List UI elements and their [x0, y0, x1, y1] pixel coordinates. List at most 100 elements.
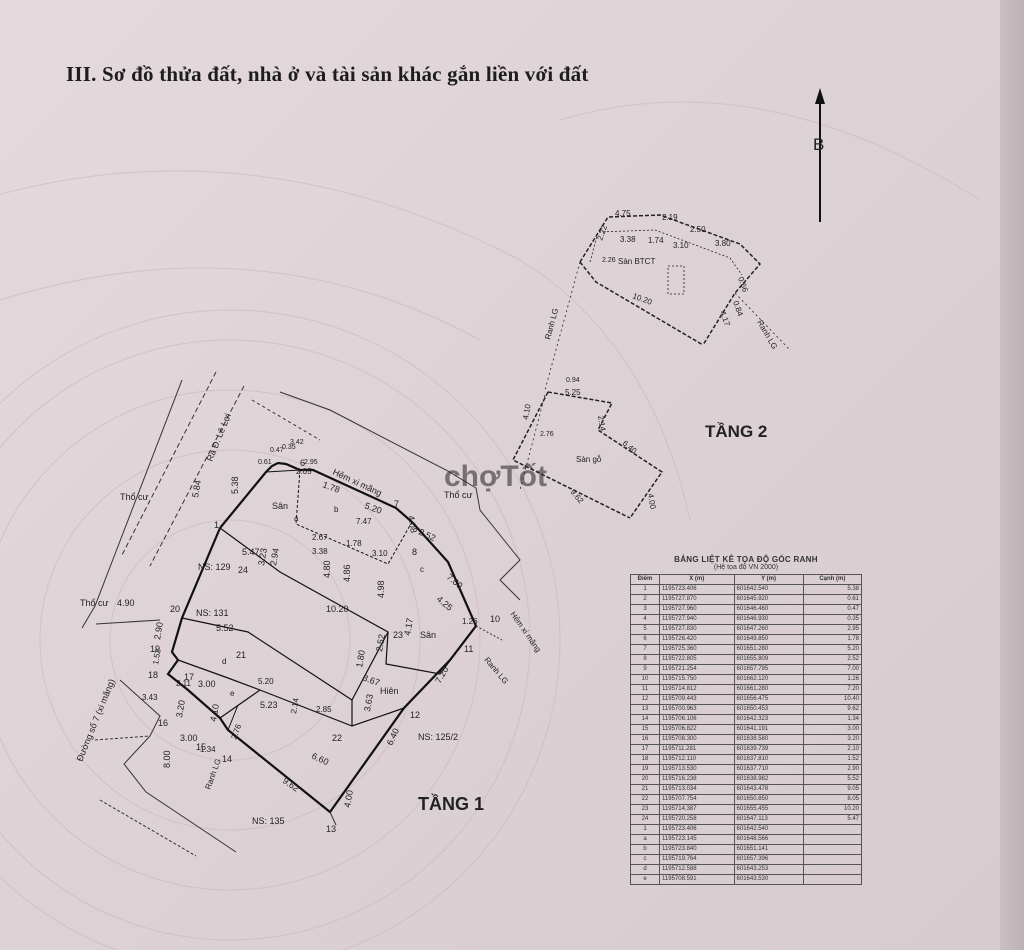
- table-cell: 1195720.258: [659, 814, 735, 825]
- svg-text:3.80: 3.80: [715, 239, 731, 248]
- table-cell: 601648.566: [733, 834, 804, 845]
- table-cell: 601647.113: [733, 814, 804, 825]
- table-cell: 10.20: [802, 804, 863, 815]
- svg-text:6: 6: [300, 458, 305, 468]
- svg-text:5.23: 5.23: [260, 700, 278, 710]
- svg-text:3.20: 3.20: [174, 699, 187, 718]
- svg-text:10.20: 10.20: [326, 604, 349, 614]
- table-cell: 22: [630, 794, 660, 805]
- table-cell: 3: [630, 604, 660, 615]
- table-cell: 1195723.145: [659, 834, 735, 845]
- table-cell: 601655.809: [733, 654, 804, 665]
- table-cell: 1195726.420: [659, 634, 735, 645]
- label-ns-129: NS: 129: [198, 562, 231, 572]
- svg-text:7: 7: [394, 499, 399, 509]
- header-diem: Điểm: [630, 574, 660, 585]
- svg-text:12: 12: [410, 710, 420, 720]
- svg-text:15: 15: [196, 742, 206, 752]
- watermark: chợTốt: [444, 460, 547, 493]
- coordinate-table-subtitle: (Hệ tọa độ VN 2000): [713, 564, 779, 571]
- table-cell: 11: [630, 684, 660, 695]
- floor2-ranh-lg-1: Ranh LG: [543, 307, 560, 340]
- table-cell: [802, 834, 863, 845]
- table-cell: 601647.260: [733, 624, 804, 635]
- svg-text:7.47: 7.47: [356, 517, 372, 526]
- svg-text:3.00: 3.00: [198, 679, 216, 689]
- svg-text:10: 10: [490, 614, 500, 624]
- table-cell: 601643.253: [733, 864, 804, 875]
- label-ns-131: NS: 131: [196, 608, 229, 618]
- label-hem-xi-mang-2: Hẻm xi măng: [508, 610, 542, 654]
- svg-text:13: 13: [326, 824, 336, 834]
- table-cell: 601650.453: [733, 704, 804, 715]
- table-cell: 1195715.750: [659, 674, 735, 685]
- background-guilloche: [0, 101, 981, 950]
- table-cell: 1195714.387: [659, 804, 735, 815]
- table-cell: 24: [630, 814, 660, 825]
- svg-text:5.38: 5.38: [230, 476, 240, 494]
- label-san-2: Sân: [420, 630, 436, 640]
- table-cell: 1195709.443: [659, 694, 735, 705]
- svg-text:2.76: 2.76: [229, 722, 243, 740]
- section-heading: III. Sơ đồ thửa đất, nhà ở và tài sản kh…: [66, 62, 589, 86]
- table-cell: 601638.580: [733, 734, 804, 745]
- table-cell: [802, 844, 863, 855]
- floor1-context: [81, 371, 521, 857]
- table-cell: 19: [630, 764, 660, 775]
- table-cell: 601650.850: [733, 794, 804, 805]
- svg-text:4.17: 4.17: [718, 310, 732, 328]
- header-canh: Cạnh (m): [802, 574, 863, 585]
- svg-text:20: 20: [170, 604, 180, 614]
- floor2-ranh-lg-2: Ranh LG: [755, 319, 779, 351]
- table-cell: 18: [630, 754, 660, 765]
- svg-text:4.00: 4.00: [342, 789, 355, 808]
- svg-text:4.25: 4.25: [435, 594, 455, 613]
- table-cell: 7: [630, 644, 660, 655]
- svg-text:0.94: 0.94: [566, 377, 580, 384]
- table-cell: 9: [630, 664, 660, 675]
- floor2-label: TẦNG 2: [705, 422, 767, 441]
- table-cell: 601651.141: [733, 844, 804, 855]
- label-ns-125-2: NS: 125/2: [418, 732, 458, 742]
- table-cell: 1.78: [802, 634, 863, 645]
- floor1-label: TẦNG 1: [418, 793, 484, 814]
- svg-text:3.23: 3.23: [256, 547, 269, 566]
- table-cell: 1195706.822: [659, 724, 735, 735]
- table-cell: 1195700.963: [659, 704, 735, 715]
- table-cell: 9.62: [802, 704, 863, 715]
- table-cell: 1195725.360: [659, 644, 735, 655]
- svg-text:4.80: 4.80: [322, 560, 332, 578]
- svg-text:3.38: 3.38: [312, 547, 328, 556]
- table-cell: 2.95: [802, 624, 863, 635]
- table-cell: [802, 824, 863, 835]
- table-cell: 6: [630, 634, 660, 645]
- table-cell: 0.35: [802, 614, 863, 625]
- table-cell: 601655.455: [733, 804, 804, 815]
- svg-text:2.85: 2.85: [316, 705, 332, 714]
- svg-text:4.08: 4.08: [406, 515, 419, 534]
- svg-text:21: 21: [236, 650, 246, 660]
- svg-text:2.50: 2.50: [690, 225, 706, 234]
- label-ranh-lg-2: Ranh LG: [203, 758, 222, 791]
- svg-text:3.67: 3.67: [361, 672, 381, 687]
- table-cell: 601641.191: [733, 724, 804, 735]
- table-cell: 1195713.530: [659, 764, 735, 775]
- label-hien: Hiên: [380, 686, 399, 696]
- table-cell: b: [630, 844, 660, 855]
